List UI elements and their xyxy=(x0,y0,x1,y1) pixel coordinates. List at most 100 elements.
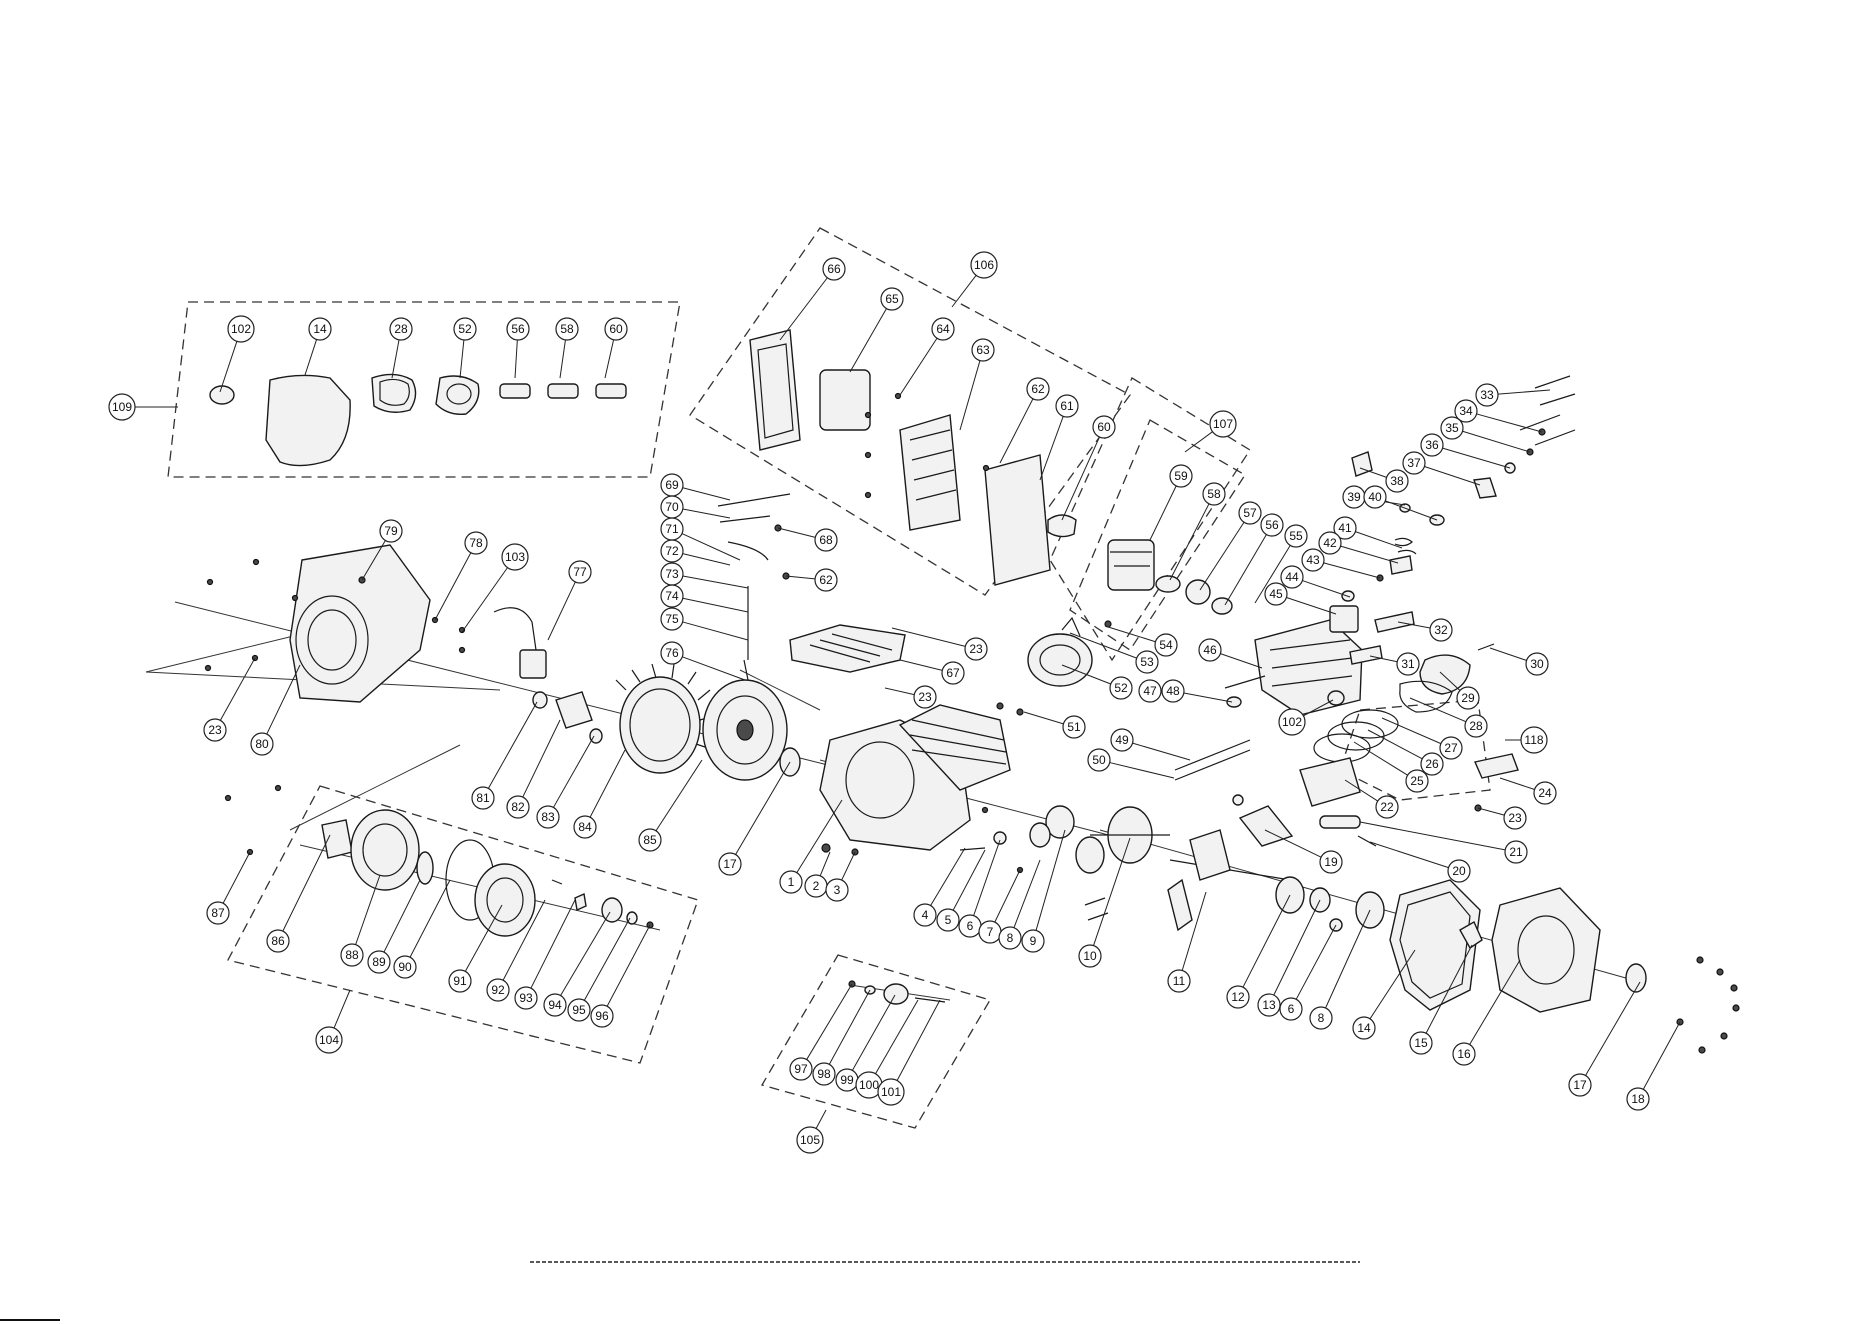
callout-46: 46 xyxy=(1198,638,1222,662)
callout-number: 34 xyxy=(1459,404,1473,418)
callout-53: 53 xyxy=(1135,650,1159,674)
leader-line-102 xyxy=(219,341,238,393)
callout-number: 53 xyxy=(1140,655,1154,669)
callout-circle xyxy=(567,998,591,1022)
callout-number: 42 xyxy=(1323,536,1337,550)
callout-circle xyxy=(1198,638,1222,662)
callout-circle xyxy=(812,1062,836,1086)
leader-line-96 xyxy=(606,924,651,1007)
callout-number: 65 xyxy=(885,292,899,306)
callout-circle xyxy=(1456,686,1480,710)
callout-60: 60 xyxy=(604,317,628,341)
group-box-107-right xyxy=(1069,419,1246,651)
callout-circle xyxy=(660,539,684,563)
leader-line-14 xyxy=(304,339,318,376)
callout-number: 64 xyxy=(936,322,950,336)
callout-8: 8 xyxy=(998,926,1022,950)
callout-118: 118 xyxy=(1520,726,1548,754)
leader-line-102 xyxy=(1303,699,1334,717)
callout-circle xyxy=(250,732,274,756)
callout-number: 52 xyxy=(458,322,472,336)
callout-number: 109 xyxy=(112,400,132,414)
callout-number: 50 xyxy=(1092,753,1106,767)
callout-84: 84 xyxy=(573,815,597,839)
callout-number: 58 xyxy=(1207,487,1221,501)
callout-number: 100 xyxy=(859,1078,879,1092)
callout-circle xyxy=(471,786,495,810)
callout-23: 23 xyxy=(203,718,227,742)
callout-82: 82 xyxy=(506,795,530,819)
callout-93: 93 xyxy=(514,986,538,1010)
leader-line-44 xyxy=(1302,580,1351,598)
callout-61: 61 xyxy=(1055,394,1079,418)
callout-number: 8 xyxy=(1318,1011,1325,1025)
leader-line-4 xyxy=(930,847,966,906)
leader-line-23 xyxy=(891,627,966,647)
callout-105: 105 xyxy=(796,1126,824,1154)
callout-number: 95 xyxy=(572,1003,586,1017)
callout-12: 12 xyxy=(1226,985,1250,1009)
callout-circle xyxy=(379,519,403,543)
leader-line-75 xyxy=(682,621,749,641)
callout-circle xyxy=(1264,582,1288,606)
callout-57: 57 xyxy=(1238,501,1262,525)
control-rods xyxy=(717,493,791,691)
callout-number: 84 xyxy=(578,820,592,834)
callout-circle xyxy=(506,795,530,819)
recoil-starter-parts xyxy=(224,784,654,937)
callout-number: 77 xyxy=(573,565,587,579)
callout-number: 37 xyxy=(1407,456,1421,470)
callout-circle xyxy=(1533,781,1557,805)
shroud-67 xyxy=(789,624,906,673)
callout-30: 30 xyxy=(1525,652,1549,676)
callout-23: 23 xyxy=(913,685,937,709)
callout-circle xyxy=(367,950,391,974)
leader-line-68 xyxy=(777,527,816,538)
callout-number: 15 xyxy=(1414,1036,1428,1050)
callout-circle xyxy=(1396,652,1420,676)
callout-number: 40 xyxy=(1368,490,1382,504)
group-box-104 xyxy=(227,785,699,1064)
leader-line-106 xyxy=(951,275,977,308)
callout-44: 44 xyxy=(1280,565,1304,589)
callout-62: 62 xyxy=(1026,377,1050,401)
leader-line-13 xyxy=(1273,899,1321,996)
callout-circle xyxy=(779,870,803,894)
callout-85: 85 xyxy=(638,828,662,852)
callout-23: 23 xyxy=(964,637,988,661)
callout-number: 99 xyxy=(840,1073,854,1087)
callout-109: 109 xyxy=(108,393,136,421)
callout-68: 68 xyxy=(814,528,838,552)
leader-line-55 xyxy=(1254,545,1291,604)
callout-74: 74 xyxy=(660,584,684,608)
callout-17: 17 xyxy=(1568,1073,1592,1097)
callout-number: 57 xyxy=(1243,506,1257,520)
callout-number: 63 xyxy=(976,343,990,357)
governor-parts xyxy=(848,980,946,1005)
leader-line-23 xyxy=(884,687,915,696)
leader-line-98 xyxy=(828,989,871,1065)
callout-number: 76 xyxy=(665,646,679,660)
callout-circle xyxy=(1260,513,1284,537)
callout-80: 80 xyxy=(250,732,274,756)
callout-number: 24 xyxy=(1538,786,1552,800)
callout-4: 4 xyxy=(913,903,937,927)
callout-number: 7 xyxy=(987,925,994,939)
leader-line-46 xyxy=(1220,653,1263,669)
callout-circle xyxy=(814,528,838,552)
callout-79: 79 xyxy=(379,519,403,543)
callout-circle xyxy=(1055,394,1079,418)
leader-line-54 xyxy=(1104,625,1156,643)
callout-number: 73 xyxy=(665,567,679,581)
callout-87: 87 xyxy=(206,901,230,925)
leader-line-18 xyxy=(1642,1021,1681,1090)
callout-67: 67 xyxy=(941,661,965,685)
callout-number: 36 xyxy=(1425,438,1439,452)
callout-circle xyxy=(506,317,530,341)
leader-line-85 xyxy=(655,759,703,832)
leader-line-26 xyxy=(1367,729,1423,760)
leader-line-97 xyxy=(806,983,853,1060)
callout-1: 1 xyxy=(779,870,803,894)
callout-63: 63 xyxy=(971,338,995,362)
callout-number: 6 xyxy=(967,919,974,933)
